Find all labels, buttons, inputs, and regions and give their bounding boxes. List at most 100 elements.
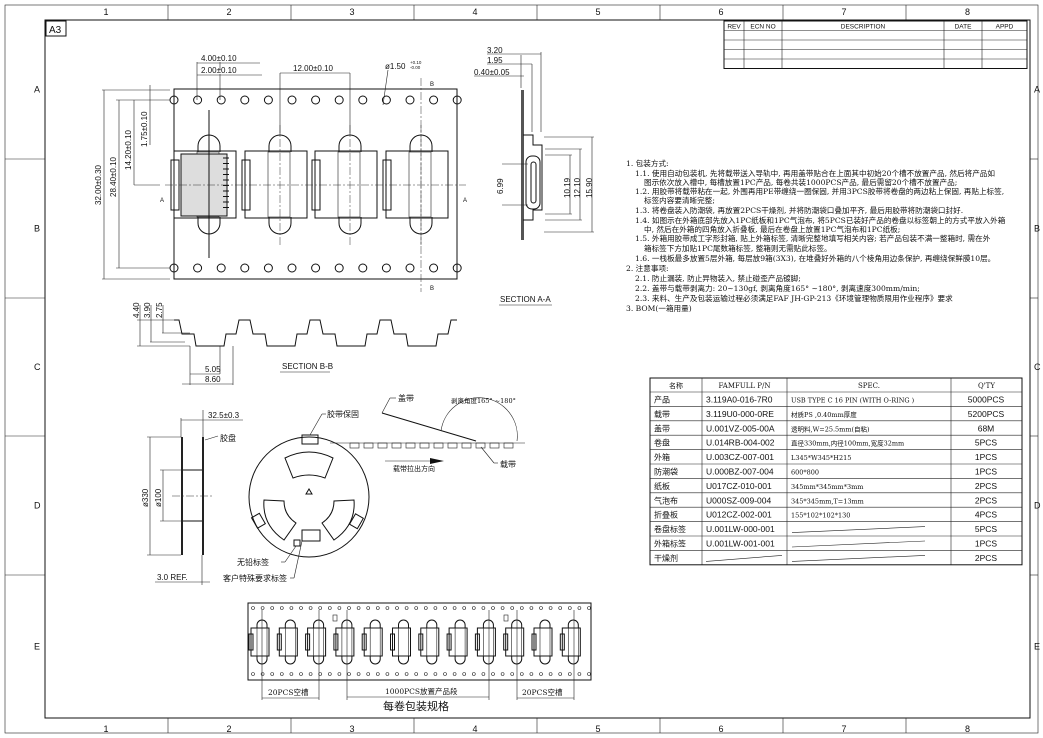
bom-qty: 1PCS: [975, 539, 998, 549]
note-line: 2.2. 盖带与载带剥离力: 20~130gf, 剥离角度165° ~180°,…: [635, 283, 920, 293]
sprocket-hole: [287, 95, 297, 105]
dim-bb-4-40: 4.40: [132, 302, 141, 318]
sprocket-hole: [405, 263, 415, 273]
dim-aa-1-95: 1.95: [487, 56, 503, 65]
sprocket-hole: [429, 95, 439, 105]
dim-aa-0-40: 0.40±0.05: [474, 68, 510, 77]
zone-row-label: C: [34, 362, 41, 372]
sprocket-hole: [381, 95, 391, 105]
strip-caption: 每卷包装规格: [383, 699, 449, 713]
carrier-pocket: [447, 442, 458, 449]
bom-part-number: U017CZ-010-001: [706, 481, 772, 491]
sprocket-hole: [263, 95, 273, 105]
sprocket-hole: [334, 263, 344, 273]
sprocket-hole: [287, 263, 297, 273]
pull-direction-label: 载带拉出方向: [393, 464, 435, 473]
note-line: 1.3. 将卷盘装入防潮袋, 再放置2PCS干燥剂, 并将防潮袋口叠加平齐, 最…: [635, 205, 963, 215]
zone-row-label: D: [1034, 501, 1041, 511]
note-line: 1.4. 如图示在外箱底部先放入1PC纸板和1PC气泡布, 将5PCS已装好产品…: [635, 215, 1006, 225]
zone-column-label: 3: [350, 7, 355, 17]
bom-part-number: U.001VZ-005-00A: [706, 423, 775, 433]
note-line: 2. 注意事项:: [626, 263, 669, 273]
bom-spec: 155*102*102*130: [791, 512, 850, 520]
dim-hole-tol-minus: -0.00: [410, 65, 421, 70]
rev-header-cell: REV: [727, 24, 741, 31]
dim-aa-3-20: 3.20: [487, 46, 503, 55]
bom-name: 卷盘标签: [654, 524, 686, 534]
zone-row-label: A: [34, 85, 40, 95]
dim-hole-tol-plus: +0.10: [410, 60, 422, 65]
sprocket-hole: [452, 263, 462, 273]
sprocket-hole: [240, 95, 250, 105]
note-line: 3. BOM(一箱用量): [626, 303, 692, 313]
section-mark-b-bottom: B: [430, 286, 434, 292]
sprocket-hole: [263, 263, 273, 273]
sprocket-hole: [311, 95, 321, 105]
bom-part-number: U.003CZ-007-001: [706, 452, 774, 462]
bom-spec: 透明料,W=25.5mm(自粘): [791, 424, 870, 433]
lead-free-label: 无铅标签: [237, 557, 269, 567]
bom-part-number: U.001LW-000-001: [706, 524, 775, 534]
strip-pocket: [531, 619, 553, 665]
strip-pocket: [305, 619, 327, 665]
zone-column-label: 6: [719, 724, 724, 734]
carrier-pocket: [377, 442, 388, 449]
peel-angle-label: 剥离角度165° ~180°: [451, 396, 516, 405]
zone-column-label: 5: [596, 7, 601, 17]
bom-qty: 4PCS: [975, 510, 998, 520]
strip-pocket: [276, 619, 298, 665]
note-line: 中, 然后在外箱的四角放入折叠板, 最后在卷盘上放置1PC气泡布和1PC纸板;: [644, 224, 900, 234]
rev-header-cell: ECN NO: [750, 24, 775, 31]
bom-name: 盖带: [654, 423, 670, 433]
sprocket-hole: [193, 263, 203, 273]
bom-spec: 材质PS ,0.40mm厚度: [791, 410, 857, 419]
dim-bb-2-75: 2.75: [155, 302, 164, 318]
carrier-pocket: [405, 442, 416, 449]
strip-pocket: [390, 619, 411, 665]
bom-name: 载带: [654, 409, 670, 419]
carrier-tape-label: 载带: [500, 459, 516, 469]
rev-header-cell: DESCRIPTION: [841, 24, 886, 31]
zone-row-label: A: [1034, 85, 1040, 95]
zone-column-label: 2: [227, 7, 232, 17]
note-line: 2.3. 来料、生产及包装运输过程必须满足FAF JH-GP-213《环境管理物…: [635, 293, 953, 303]
strip-product-section: 1000PCS放置产品段: [385, 686, 458, 696]
reel-packing-strip: 20PCS空槽 1000PCS放置产品段 20PCS空槽 每卷包装规格: [247, 602, 592, 713]
carrier-pocket: [349, 442, 360, 449]
zone-column-label: 4: [473, 724, 478, 734]
carrier-tape-top-view: 4.00±0.10 2.00±0.10 12.00±0.10 ø1.50 +0.…: [94, 54, 467, 292]
bom-header-cell: Q'TY: [978, 382, 995, 390]
section-aa-title: SECTION A-A: [500, 295, 551, 304]
zone-row-label: D: [34, 501, 41, 511]
dim-aa-12-10: 12.10: [573, 177, 582, 198]
bom-spec: USB TYPE C 16 PIN (WITH O-RING ): [791, 397, 915, 405]
strip-pocket: [418, 619, 440, 665]
bom-spec: 600*800: [791, 469, 819, 477]
note-line: 箱标签下方加贴1PC尾数箱标签, 整箱则无需贴此标签。: [644, 243, 832, 253]
bom-name: 卷盘: [654, 438, 670, 448]
section-mark-a-left: A: [160, 198, 164, 204]
customer-label: 客户特殊要求标签: [223, 573, 287, 583]
strip-pocket: [361, 619, 383, 665]
bom-spec: L345*W345*H215: [791, 454, 851, 462]
dim-aa-10-19: 10.19: [563, 177, 572, 198]
dim-hole-span: 28.40±0.10: [109, 156, 118, 197]
note-line: 1.6. 一栈板最多放置5层外箱, 每层放9箱(3X3), 在堆叠好外箱的八个棱…: [635, 253, 995, 263]
packing-notes: 1. 包装方式:1.1. 使用自动包装机, 先将载带送入导轨中, 再用盖带贴合在…: [626, 158, 1006, 313]
bom-qty: 2PCS: [975, 495, 998, 505]
cover-tape-label: 盖带: [398, 393, 414, 403]
sprocket-hole: [381, 263, 391, 273]
sprocket-hole: [429, 263, 439, 273]
bom-spec: 直径330mm,内径100mm,宽度32mm: [791, 439, 904, 448]
bom-header-cell: FAMFULL P/N: [719, 382, 771, 390]
sheet-size-label: A3: [49, 25, 62, 36]
section-bb-title: SECTION B-B: [282, 362, 333, 371]
bom-part-number: 3.119A0-016-7R0: [706, 395, 773, 405]
zone-column-label: 4: [473, 7, 478, 17]
